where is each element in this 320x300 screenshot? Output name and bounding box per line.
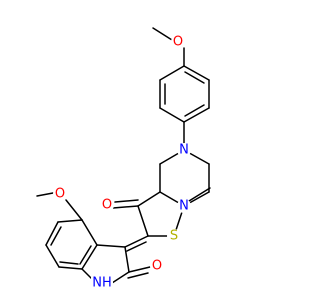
atom-o-methoxy-top: O	[173, 35, 183, 50]
bond	[152, 27, 173, 41]
bond	[57, 219, 83, 223]
bond	[114, 199, 139, 203]
bond	[124, 246, 130, 273]
atom-n-ring: N	[179, 143, 189, 158]
bond	[184, 71, 205, 84]
atom-labels: O N N S O O O NH	[53, 35, 191, 291]
bond	[111, 271, 130, 284]
atom-o-carbonyl-left: O	[102, 198, 112, 213]
bond	[45, 244, 60, 268]
bond	[79, 245, 92, 265]
bond	[50, 226, 62, 246]
bond	[59, 261, 79, 265]
atom-o-methoxy-left: O	[55, 187, 65, 202]
molecule-diagram: O N N S O O O NH	[36, 27, 211, 291]
bond	[81, 219, 98, 246]
bond	[188, 187, 211, 202]
bond	[58, 266, 83, 270]
bond	[124, 235, 149, 248]
bond	[112, 205, 139, 209]
bond	[126, 241, 147, 252]
bond	[183, 65, 210, 81]
bond	[127, 272, 149, 279]
bond	[184, 104, 205, 117]
bond	[137, 205, 149, 237]
bond	[183, 107, 210, 123]
atom-o-carbonyl-right: O	[152, 259, 162, 274]
bond	[65, 199, 83, 221]
bond	[45, 221, 59, 246]
bond	[159, 65, 185, 81]
bond	[96, 244, 126, 248]
bond	[137, 191, 161, 207]
bond	[128, 266, 151, 273]
atom-s-ring: S	[170, 229, 178, 244]
atom-n-imine: N	[179, 199, 189, 214]
bond	[36, 192, 54, 197]
bond	[159, 107, 185, 123]
bonds	[36, 27, 211, 284]
atom-nh: NH	[92, 276, 112, 291]
bond	[81, 244, 98, 270]
